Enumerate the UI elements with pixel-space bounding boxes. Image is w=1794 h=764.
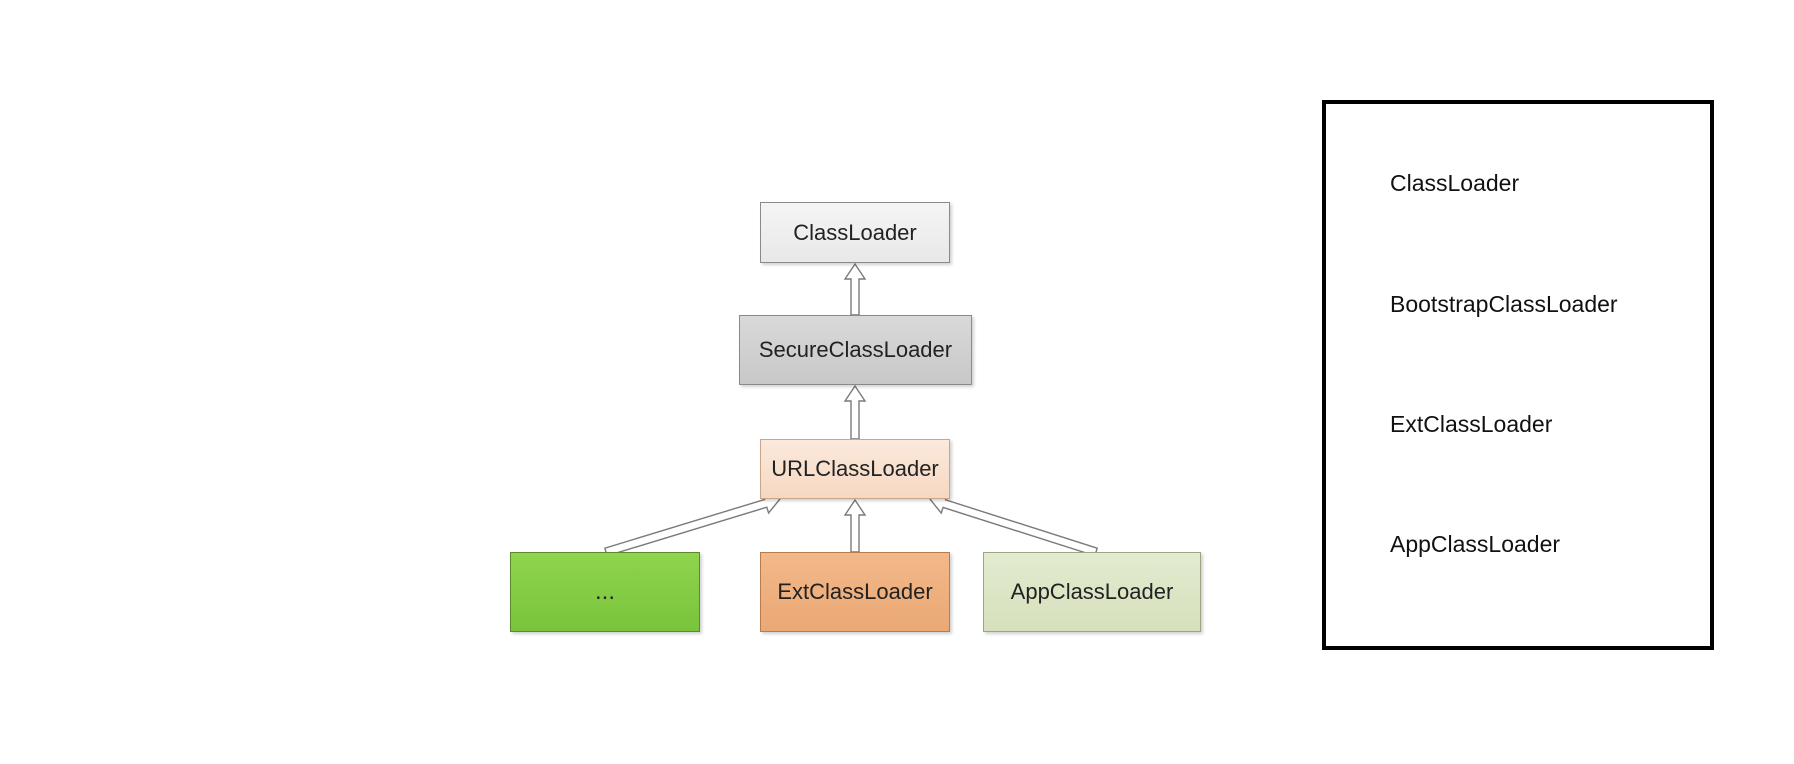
legend-item-app-classloader: AppClassLoader (1390, 531, 1561, 557)
arrow-url-to-secure (843, 384, 867, 440)
classloader-node: ClassLoader (760, 202, 950, 263)
other-classloader-label: ... (594, 578, 615, 605)
other-classloader-node: ... (510, 552, 700, 632)
legend-item-classloader: ClassLoader (1390, 170, 1520, 196)
legend-item-bootstrap-classloader: BootstrapClassLoader (1390, 291, 1618, 317)
classloader-label: ClassLoader (793, 219, 917, 245)
arrow-app-to-url (928, 492, 1099, 557)
secure-classloader-node: SecureClassLoader (739, 315, 972, 385)
app-classloader-label: AppClassLoader (1010, 579, 1174, 604)
secure-classloader-label: SecureClassLoader (758, 337, 953, 362)
legend-box: ClassLoader BootstrapClassLoader ExtClas… (1322, 100, 1714, 650)
app-classloader-node: AppClassLoader (983, 552, 1201, 632)
legend-item-ext-classloader: ExtClassLoader (1390, 411, 1553, 437)
ext-classloader-label: ExtClassLoader (777, 579, 933, 604)
url-classloader-node: URLClassLoader (760, 439, 950, 499)
arrow-other-to-url (603, 492, 782, 557)
arrow-secure-to-classloader (843, 262, 867, 316)
ext-classloader-node: ExtClassLoader (760, 552, 950, 632)
url-classloader-label: URLClassLoader (771, 456, 939, 481)
arrow-ext-to-url (843, 498, 867, 553)
